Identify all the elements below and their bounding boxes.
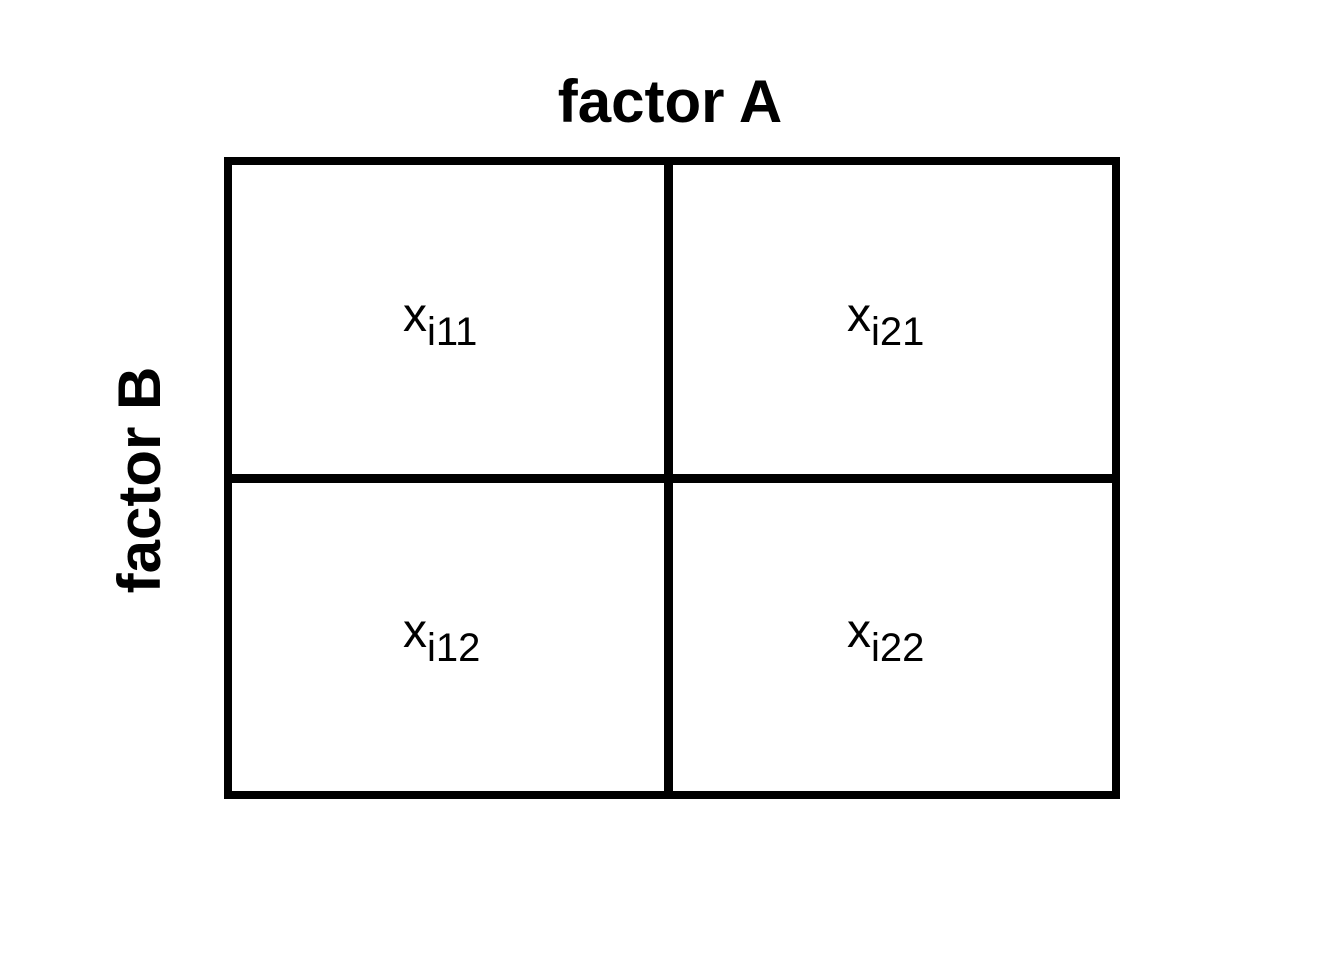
factor-b-label: factor B bbox=[106, 366, 173, 594]
cell-variable: x bbox=[403, 289, 427, 342]
cell-a2-b1: xi21 bbox=[847, 288, 924, 354]
cell-subscript: i22 bbox=[871, 626, 925, 670]
factor-a-label: factor A bbox=[557, 68, 783, 135]
cell-a1-b2: xi12 bbox=[403, 604, 480, 670]
cell-subscript: i12 bbox=[427, 626, 481, 670]
cell-variable: x bbox=[403, 605, 427, 658]
cell-a1-b1: xi11 bbox=[403, 288, 477, 354]
grid-horizontal-divider bbox=[224, 474, 1120, 483]
cell-variable: x bbox=[847, 289, 871, 342]
cell-a2-b2: xi22 bbox=[847, 604, 924, 670]
cell-subscript: i21 bbox=[871, 310, 925, 354]
cell-subscript: i11 bbox=[427, 310, 478, 354]
cell-variable: x bbox=[847, 605, 871, 658]
